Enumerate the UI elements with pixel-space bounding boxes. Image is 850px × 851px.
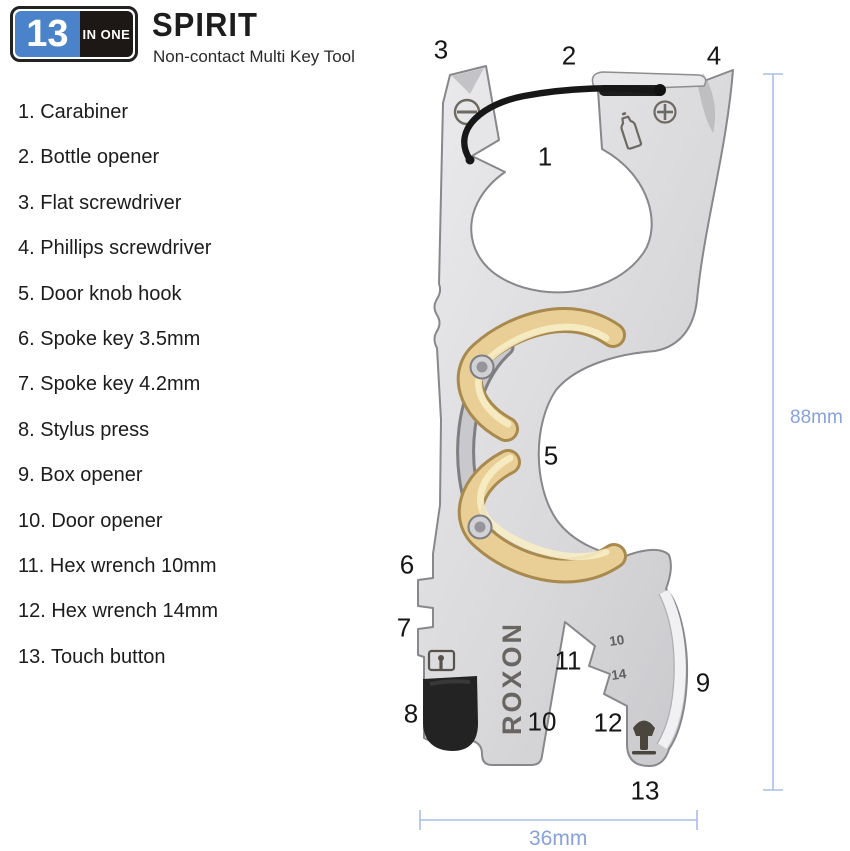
hex-small-label: 10 bbox=[608, 632, 625, 649]
feature-item: 5. Door knob hook bbox=[18, 282, 182, 305]
callout-5: 5 bbox=[543, 440, 559, 471]
callout-10: 10 bbox=[527, 706, 557, 737]
callout-13: 13 bbox=[630, 775, 660, 806]
callout-11: 11 bbox=[554, 645, 582, 676]
steel-body bbox=[417, 65, 734, 767]
feature-item: 8. Stylus press bbox=[18, 418, 150, 441]
press-icon bbox=[632, 720, 656, 755]
feature-item: 10. Door opener bbox=[18, 509, 163, 532]
feature-item: 11. Hex wrench 10mm bbox=[18, 554, 217, 577]
feature-item: 1. Carabiner bbox=[18, 101, 129, 123]
phillips-icon bbox=[653, 100, 677, 124]
stylus-tip bbox=[423, 676, 478, 751]
dimension-lines bbox=[419, 73, 783, 830]
stylus-tip-highlight bbox=[429, 679, 471, 686]
callout-12: 12 bbox=[593, 707, 623, 738]
carabiner-wire bbox=[461, 84, 666, 165]
dimension-height-label: 88mm bbox=[790, 407, 843, 428]
feature-item: 3. Flat screwdriver bbox=[18, 191, 182, 214]
badge-label: IN ONE bbox=[79, 11, 133, 57]
box-opener-blade-line bbox=[656, 593, 675, 745]
brand-text: ROXON bbox=[497, 621, 527, 735]
callout-9: 9 bbox=[695, 667, 711, 698]
feature-item: 7. Spoke key 4.2mm bbox=[18, 373, 201, 396]
callout-3: 3 bbox=[433, 34, 449, 65]
box-opener-blade bbox=[657, 589, 686, 749]
feature-item: 13. Touch button bbox=[18, 645, 166, 668]
feature-item: 2. Bottle opener bbox=[18, 146, 160, 169]
feature-item: 9. Box opener bbox=[18, 464, 143, 487]
count-badge: 13 IN ONE bbox=[10, 6, 138, 62]
tool-illustration: ROXON 10 14 bbox=[417, 65, 783, 830]
spike-shading bbox=[452, 68, 484, 94]
callout-1: 1 bbox=[537, 141, 553, 172]
callout-7: 7 bbox=[396, 612, 412, 643]
page-subtitle: Non-contact Multi Key Tool bbox=[153, 47, 355, 66]
dimension-width-label: 36mm bbox=[529, 827, 588, 850]
callout-4: 4 bbox=[706, 40, 722, 71]
bottle-icon bbox=[620, 111, 643, 150]
hex-large-label: 14 bbox=[610, 666, 627, 683]
feature-item: 4. Phillips screwdriver bbox=[18, 237, 212, 260]
feature-item: 12. Hex wrench 14mm bbox=[18, 600, 219, 623]
page-title: SPIRIT bbox=[152, 6, 258, 44]
rivet-upper bbox=[469, 354, 495, 380]
touch-screen-icon bbox=[427, 649, 456, 672]
badge-number: 13 bbox=[15, 11, 80, 57]
corner-shading bbox=[697, 73, 716, 133]
callout-8: 8 bbox=[403, 698, 419, 729]
callout-6: 6 bbox=[399, 549, 415, 580]
feature-list: 1. Carabiner 2. Bottle opener 3. Flat sc… bbox=[18, 90, 218, 680]
feature-item: 6. Spoke key 3.5mm bbox=[18, 327, 201, 350]
rivet-lower bbox=[467, 514, 493, 540]
callout-2: 2 bbox=[561, 40, 577, 71]
